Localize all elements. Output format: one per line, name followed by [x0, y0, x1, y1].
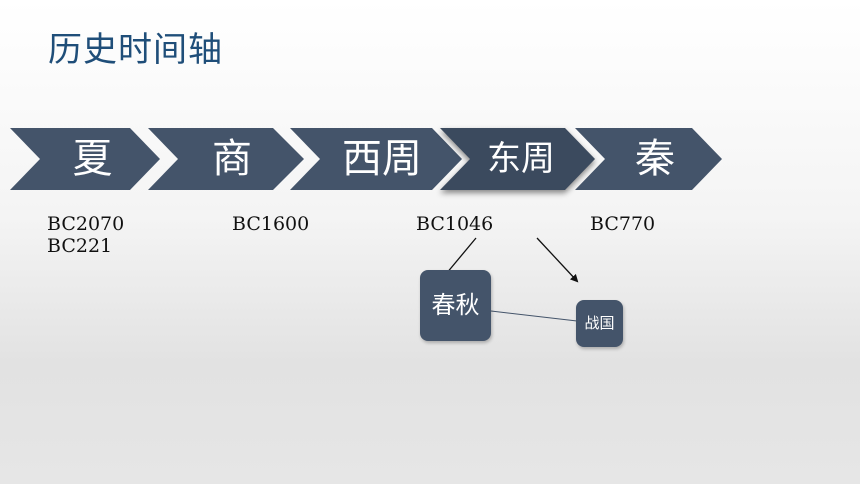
date-line: BC770: [590, 213, 656, 235]
date-line: BC221: [47, 235, 113, 257]
chevron-label-xizhou: 西周: [342, 136, 422, 182]
date-label-xizhou: BC1046: [416, 213, 493, 235]
chevron-dongzhou[interactable]: [440, 128, 595, 190]
chevron-label-xia: 夏: [72, 136, 113, 182]
chevron-xia[interactable]: [10, 128, 160, 190]
date-label-xia: BC2070 BC221: [47, 213, 124, 257]
page-title: 历史时间轴: [48, 30, 223, 70]
period-box-zhanguo[interactable]: 战国: [576, 300, 623, 347]
chevron-shang[interactable]: [148, 128, 304, 190]
chevron-xizhou[interactable]: [290, 128, 462, 190]
date-line: BC2070: [47, 213, 125, 235]
period-box-chunqiu[interactable]: 春秋: [420, 270, 491, 341]
date-label-shang: BC1600: [232, 213, 309, 235]
chevron-label-qin: 秦: [635, 136, 675, 182]
chevron-label-shang: 商: [212, 136, 252, 182]
chevron-label-dongzhou: 东周: [487, 139, 555, 179]
date-line: BC1046: [416, 213, 494, 235]
chevron-qin[interactable]: [575, 128, 722, 190]
date-line: BC1600: [232, 213, 310, 235]
date-label-dongzhou: BC770: [590, 213, 655, 235]
